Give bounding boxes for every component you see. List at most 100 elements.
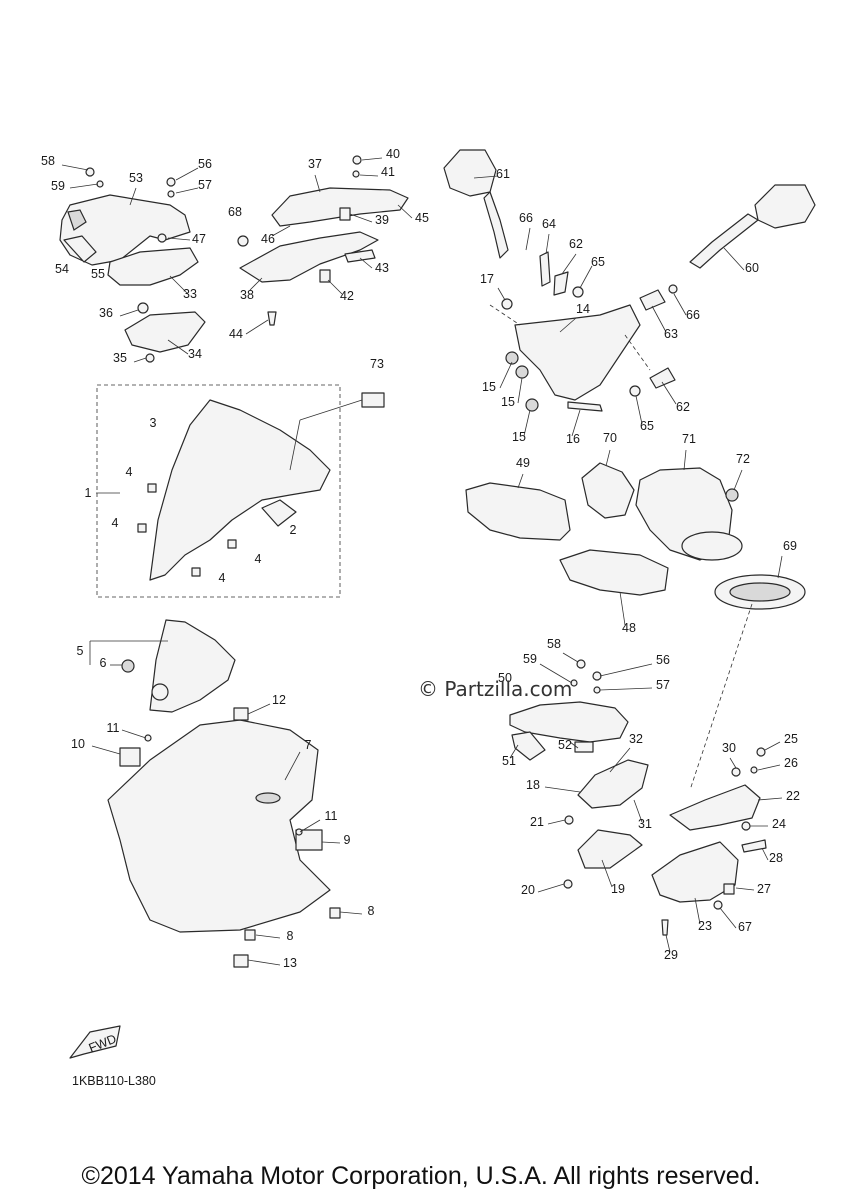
callout-15: 15 — [482, 380, 496, 394]
callout-2: 2 — [290, 523, 297, 537]
callout-24: 24 — [772, 817, 786, 831]
callout-69: 69 — [783, 539, 797, 553]
callout-50: 50 — [498, 671, 512, 685]
callout-53: 53 — [129, 171, 143, 185]
callout-56: 56 — [198, 157, 212, 171]
callout-15: 15 — [501, 395, 515, 409]
air-duct-assembly — [465, 462, 806, 610]
callout-29: 29 — [664, 948, 678, 962]
callout-59: 59 — [523, 652, 537, 666]
callout-72: 72 — [736, 452, 750, 466]
callout-10: 10 — [71, 737, 85, 751]
callout-4: 4 — [126, 465, 133, 479]
callout-6: 6 — [100, 656, 107, 670]
callout-71: 71 — [682, 432, 696, 446]
callout-7: 7 — [305, 738, 312, 752]
callout-47: 47 — [192, 232, 206, 246]
callout-19: 19 — [611, 882, 625, 896]
callout-4: 4 — [255, 552, 262, 566]
callout-65: 65 — [591, 255, 605, 269]
callout-52: 52 — [558, 738, 572, 752]
callout-63: 63 — [664, 327, 678, 341]
callout-31: 31 — [638, 817, 652, 831]
callout-45: 45 — [415, 211, 429, 225]
callout-30: 30 — [722, 741, 736, 755]
callout-58: 58 — [547, 637, 561, 651]
fwd-arrow-icon: FWD — [69, 1025, 121, 1059]
leader-lines — [61, 157, 783, 966]
callout-14: 14 — [576, 302, 590, 316]
callout-4: 4 — [219, 571, 226, 585]
callout-4: 4 — [112, 516, 119, 530]
callout-42: 42 — [340, 289, 354, 303]
callout-57: 57 — [656, 678, 670, 692]
callout-32: 32 — [629, 732, 643, 746]
callout-38: 38 — [240, 288, 254, 302]
callout-9: 9 — [344, 833, 351, 847]
callout-5: 5 — [77, 644, 84, 658]
callout-11: 11 — [107, 721, 120, 735]
callout-60: 60 — [745, 261, 759, 275]
callout-54: 54 — [55, 262, 69, 276]
callout-62: 62 — [569, 237, 583, 251]
callout-13: 13 — [283, 956, 297, 970]
callout-1: 1 — [85, 486, 92, 500]
callout-36: 36 — [99, 306, 113, 320]
callout-68: 68 — [228, 205, 242, 219]
callout-44: 44 — [229, 327, 243, 341]
callout-46: 46 — [261, 232, 275, 246]
callout-28: 28 — [769, 851, 783, 865]
callout-34: 34 — [188, 347, 202, 361]
callout-8: 8 — [368, 904, 375, 918]
callout-26: 26 — [784, 756, 798, 770]
drawing-code: 1KBB110-L380 — [72, 1074, 156, 1088]
callout-15: 15 — [512, 430, 526, 444]
windshield-kit-box — [96, 384, 341, 598]
callout-55: 55 — [91, 267, 105, 281]
callout-3: 3 — [150, 416, 157, 430]
callout-21: 21 — [530, 815, 544, 829]
callout-37: 37 — [308, 157, 322, 171]
callout-41: 41 — [381, 165, 395, 179]
callout-39: 39 — [375, 213, 389, 227]
callout-49: 49 — [516, 456, 530, 470]
callout-70: 70 — [603, 431, 617, 445]
callout-23: 23 — [698, 919, 712, 933]
callout-27: 27 — [757, 882, 771, 896]
callout-66: 66 — [519, 211, 533, 225]
callout-18: 18 — [526, 778, 540, 792]
callout-67: 67 — [738, 920, 752, 934]
callout-64: 64 — [542, 217, 556, 231]
watermark: © Partzilla.com — [418, 677, 572, 701]
callout-35: 35 — [113, 351, 127, 365]
inner-panel — [121, 619, 236, 713]
callout-12: 12 — [272, 693, 286, 707]
copyright-notice: ©2014 Yamaha Motor Corporation, U.S.A. A… — [81, 1162, 761, 1190]
callout-62: 62 — [676, 400, 690, 414]
callout-61: 61 — [496, 167, 510, 181]
callout-66: 66 — [686, 308, 700, 322]
callout-33: 33 — [183, 287, 197, 301]
callout-25: 25 — [784, 732, 798, 746]
callout-59: 59 — [51, 179, 65, 193]
lower-cover-assembly — [509, 659, 767, 936]
side-cover-assembly — [59, 167, 206, 363]
callout-51: 51 — [502, 754, 516, 768]
callout-16: 16 — [566, 432, 580, 446]
callout-57: 57 — [198, 178, 212, 192]
mirror-stay-assembly — [443, 149, 816, 412]
callout-58: 58 — [41, 154, 55, 168]
callout-22: 22 — [786, 789, 800, 803]
stay-bracket-assembly — [237, 155, 409, 326]
front-cowling — [107, 707, 341, 968]
callout-43: 43 — [375, 261, 389, 275]
callout-48: 48 — [622, 621, 636, 635]
callout-11: 11 — [325, 809, 338, 823]
callout-17: 17 — [480, 272, 494, 286]
callout-56: 56 — [656, 653, 670, 667]
callout-20: 20 — [521, 883, 535, 897]
callout-40: 40 — [386, 147, 400, 161]
callout-73: 73 — [370, 357, 384, 371]
callout-8: 8 — [287, 929, 294, 943]
